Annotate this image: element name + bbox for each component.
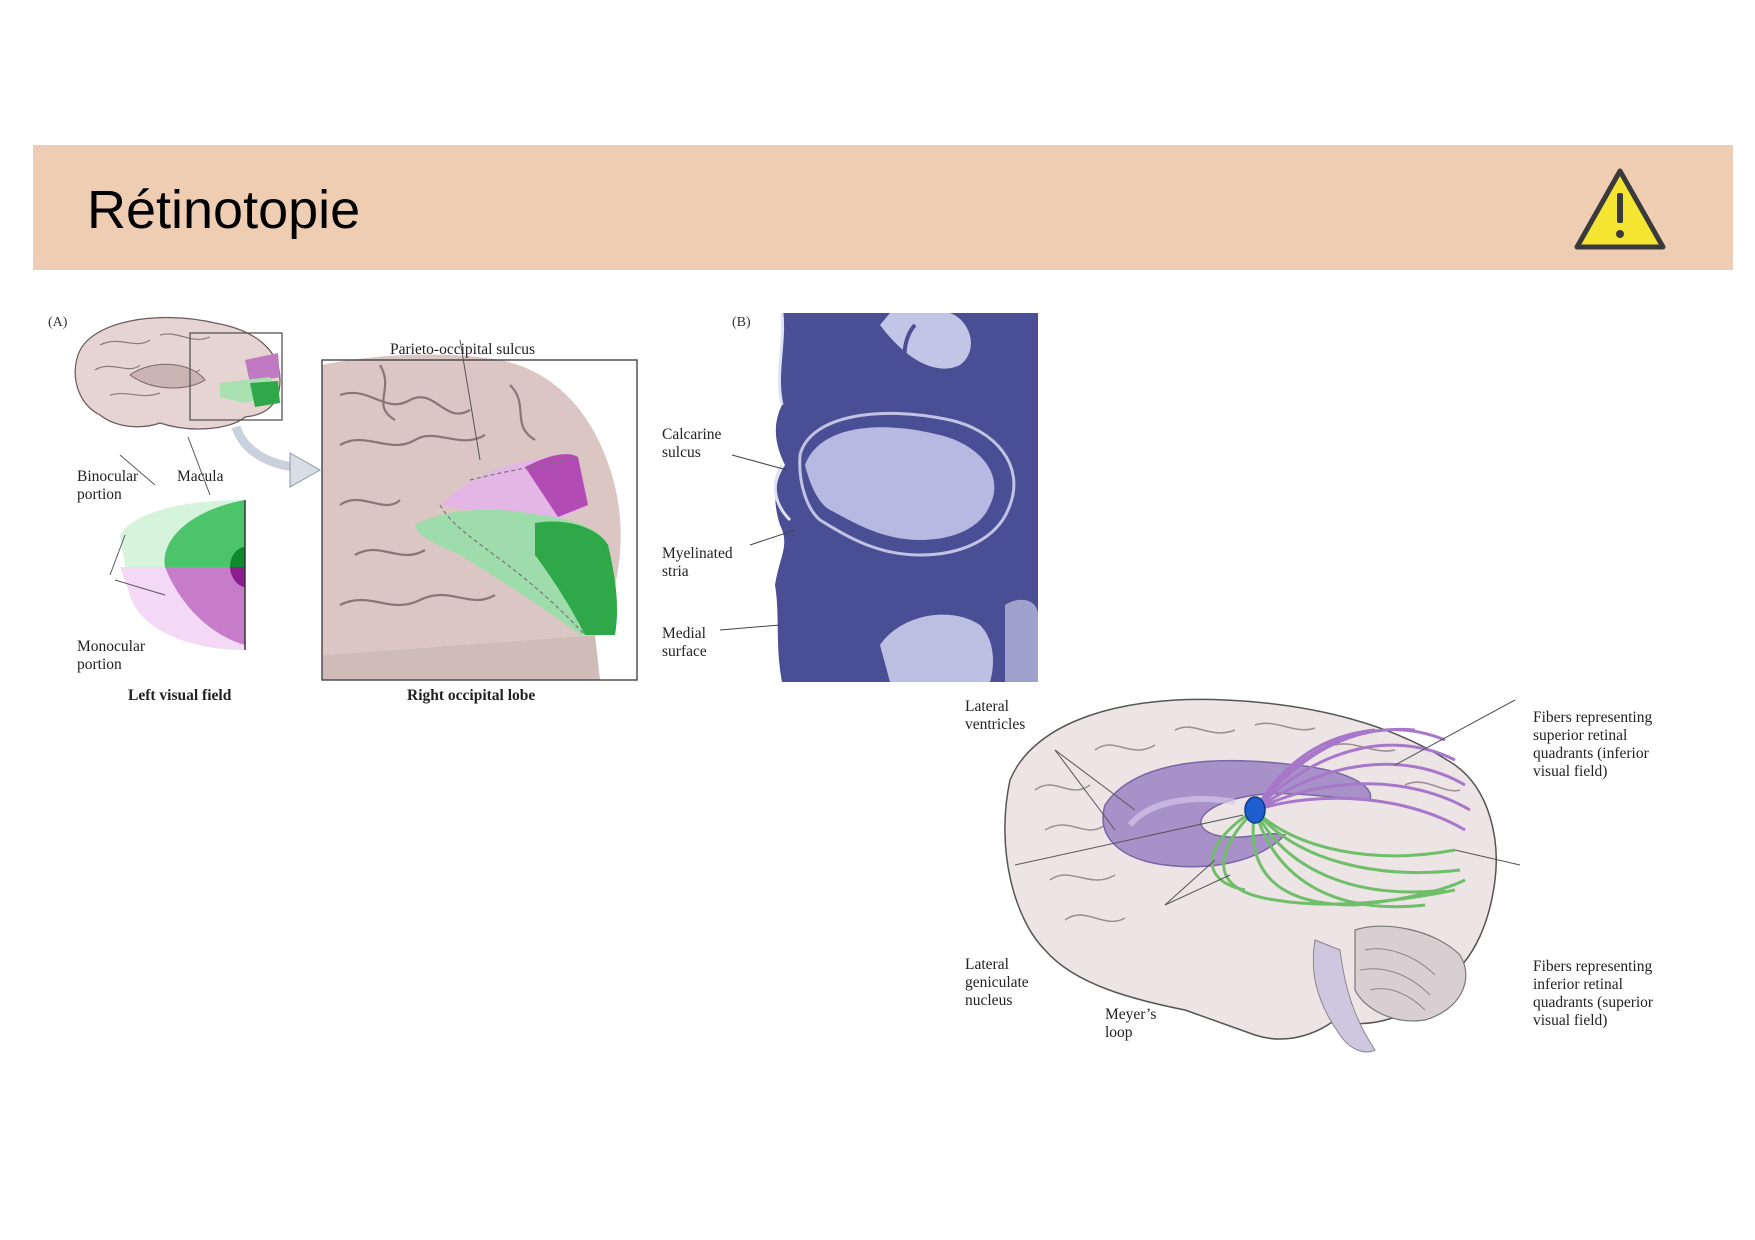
myelinated-label-2: stria — [662, 563, 689, 580]
lateral-geniculate-label-3: nucleus — [965, 992, 1012, 1009]
title-banner: Rétinotopie — [33, 145, 1733, 270]
lateral-ventricles-label-2: ventricles — [965, 716, 1025, 733]
brain-lateral-illustration — [1004, 698, 1497, 1053]
left-visual-field-diagram — [120, 500, 246, 650]
fibers-superior-label-3: quadrants (inferior — [1533, 745, 1650, 762]
page-title: Rétinotopie — [87, 180, 361, 240]
calcarine-label-1: Calcarine — [662, 426, 722, 443]
lateral-geniculate-label-1: Lateral — [965, 956, 1009, 973]
meyers-loop-label-1: Meyer’s — [1105, 1006, 1156, 1023]
fibers-superior-label-1: Fibers representing — [1533, 709, 1652, 726]
myelinated-label-1: Myelinated — [662, 545, 733, 562]
lateral-ventricles-label-1: Lateral — [965, 698, 1009, 715]
lateral-geniculate-label-2: geniculate — [965, 974, 1029, 991]
figure-c: Lateral ventricles Fibers representing s… — [965, 698, 1654, 1053]
figure-a: (A) Binocular portion Macula Monocular p… — [48, 315, 638, 704]
fibers-inferior-label-4: visual field) — [1533, 1012, 1607, 1029]
calcarine-label-2: sulcus — [662, 444, 701, 461]
medial-label-1: Medial — [662, 625, 706, 642]
left-visual-field-caption: Left visual field — [128, 687, 232, 704]
parieto-occipital-label: Parieto-occipital sulcus — [390, 341, 535, 358]
fibers-inferior-label-3: quadrants (superior — [1533, 994, 1654, 1011]
figure-b: (B) Calcarine sulcus Myelinated stria Me… — [662, 312, 1038, 682]
histology-section-image — [773, 312, 1038, 682]
figure-b-panel-label: (B) — [732, 315, 751, 330]
fibers-superior-label-4: visual field) — [1533, 763, 1607, 780]
figure-a-panel-label: (A) — [48, 315, 68, 330]
monocular-label-2: portion — [77, 656, 122, 673]
small-brain-illustration — [74, 316, 283, 430]
right-occipital-lobe-caption: Right occipital lobe — [407, 687, 535, 704]
binocular-label-2: portion — [77, 486, 122, 503]
medial-label-2: surface — [662, 643, 707, 660]
fibers-superior-label-2: superior retinal — [1533, 727, 1627, 744]
meyers-loop-label-2: loop — [1105, 1024, 1133, 1041]
macula-label: Macula — [177, 468, 224, 485]
fibers-inferior-label-2: inferior retinal — [1533, 976, 1623, 993]
occipital-lobe-illustration — [321, 354, 638, 681]
warning-triangle-icon — [1574, 168, 1666, 250]
fibers-inferior-label-1: Fibers representing — [1533, 958, 1652, 975]
monocular-label-1: Monocular — [77, 638, 146, 655]
binocular-label-1: Binocular — [77, 468, 139, 485]
